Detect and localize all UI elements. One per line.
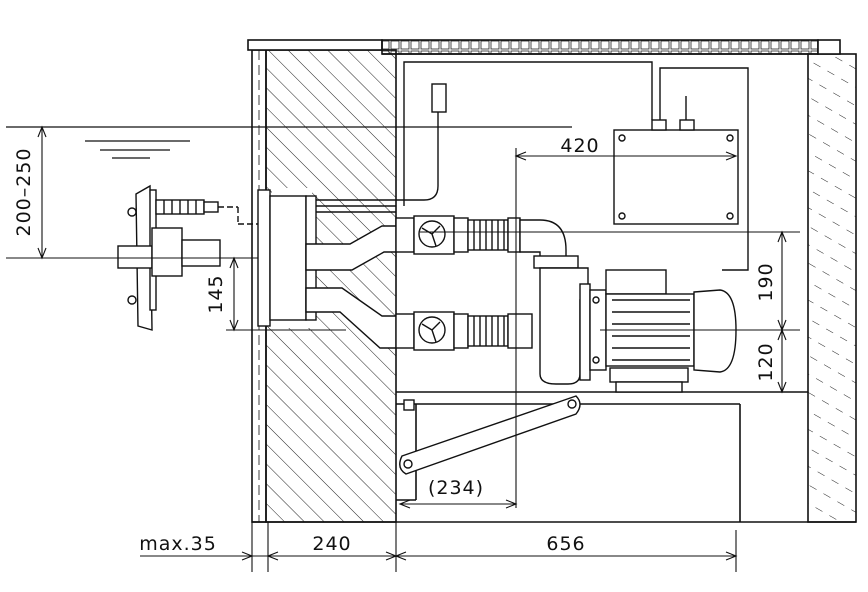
- upper-pipe-run: [395, 215, 567, 261]
- dim-jet-offset: 145: [205, 274, 227, 313]
- dim-wall-thickness: 240: [312, 533, 351, 555]
- dim-control-width: 420: [560, 135, 599, 157]
- dim-water-depth: 200–250: [13, 147, 35, 236]
- air-switch: [316, 83, 447, 201]
- right-wall: [807, 53, 857, 523]
- dim-frame-offset: (234): [428, 477, 484, 499]
- dim-outlet-spacing: 190: [755, 262, 777, 301]
- pump-motor: [605, 269, 737, 393]
- dim-pump-height: 120: [755, 342, 777, 381]
- pump-volute: [533, 255, 607, 385]
- dimension-lines: [37, 125, 800, 572]
- jet-nozzle-assembly: [117, 184, 262, 331]
- control-box: [403, 61, 749, 271]
- dim-max-flange: max.35: [139, 533, 217, 555]
- dim-niche-width: 656: [546, 533, 585, 555]
- support-strut: [399, 395, 581, 475]
- wall-fitting: [257, 189, 397, 349]
- water-level: [6, 126, 572, 159]
- cover-slab: [247, 39, 841, 55]
- lower-pipe-run: [395, 311, 533, 351]
